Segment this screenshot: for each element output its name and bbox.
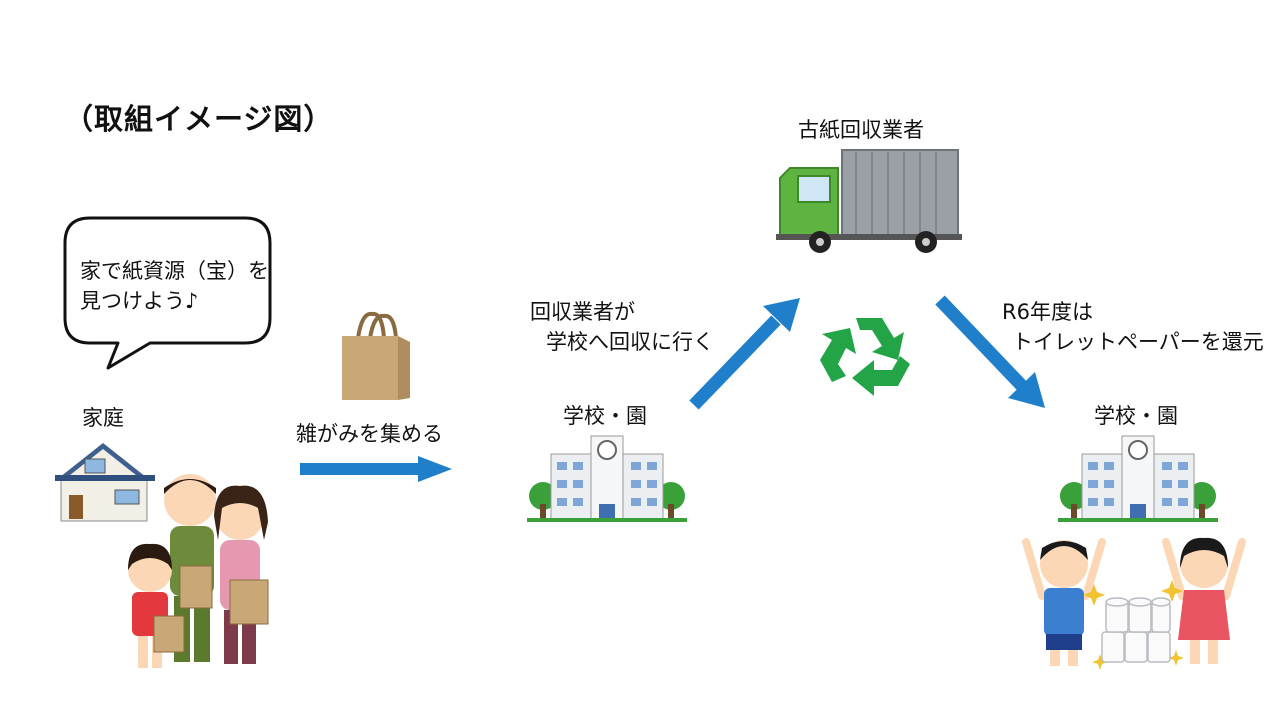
speech-bubble-line2: 見つけよう♪: [80, 289, 199, 313]
page-title: （取組イメージ図）: [64, 102, 334, 136]
house-icon: [55, 443, 155, 522]
speech-bubble-line1: 家で紙資源（宝）を: [80, 259, 269, 283]
truck-icon: [776, 149, 962, 253]
school-icon: [527, 435, 687, 522]
school-left-label: 学校・園: [563, 404, 647, 428]
truck-label: 古紙回収業者: [798, 118, 924, 142]
family-icon: [128, 474, 269, 668]
home-label: 家庭: [82, 406, 124, 430]
children-icon: [1022, 537, 1246, 670]
collect-label: 雑がみを集める: [296, 422, 443, 446]
school-right-label: 学校・園: [1094, 404, 1178, 428]
toilet-paper-icon: [1101, 597, 1171, 663]
collector-label-line2: 学校へ回収に行く: [546, 330, 714, 354]
return-label-line1: R6年度は: [1002, 300, 1093, 324]
recycle-icon: [820, 318, 910, 396]
speech-bubble-text: 家で紙資源（宝）を 見つけよう♪: [80, 256, 269, 316]
collector-label-line1: 回収業者が: [530, 300, 635, 324]
return-label-line2: トイレットペーパーを還元: [1012, 330, 1264, 354]
school-icon: [1058, 435, 1218, 522]
paper-bag-icon: [342, 311, 410, 400]
